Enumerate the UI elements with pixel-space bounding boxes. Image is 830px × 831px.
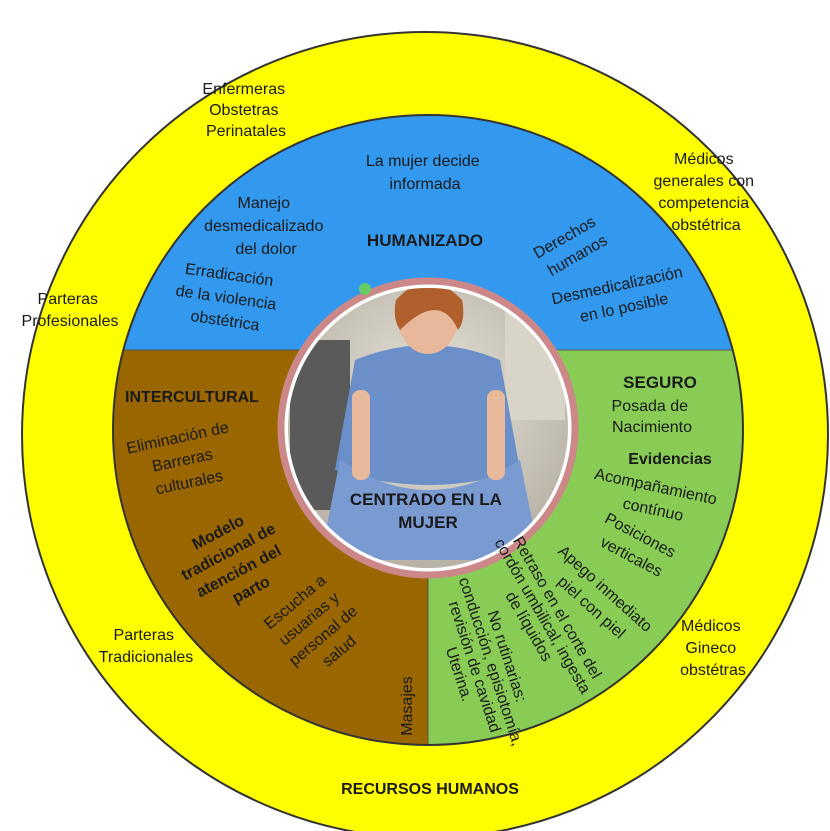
inner-circle-outline (112, 114, 744, 746)
label-mujer-decide: La mujer decide informada (366, 153, 484, 193)
patient-photo (288, 288, 568, 568)
center-label: CENTRADO EN LA MUJER (350, 490, 506, 532)
label-medicos-generales: Médicos generales con competencia obstét… (654, 151, 759, 234)
label-parteras-profesionales: Parteras Profesionales (22, 291, 119, 330)
seguro-title: SEGURO (623, 373, 697, 392)
label-enfermeras: Enfermeras Obstetras Perinatales (202, 81, 289, 140)
label-escucha: Escucha a usuarias y personal de salud (258, 566, 379, 686)
intercultural-title: INTERCULTURAL (125, 389, 259, 406)
label-evidencias: Evidencias (628, 451, 712, 468)
label-posada: Posada de Nacimiento (612, 398, 693, 436)
footer-recursos-humanos: RECURSOS HUMANOS (341, 781, 519, 798)
label-medicos-gineco: Médicos Gineco obstétras (680, 618, 746, 679)
label-manejo-dolor: Manejo desmedicalizado del dolor (204, 195, 328, 258)
label-masajes: Masajes (399, 676, 416, 736)
humanizado-title: HUMANIZADO (367, 231, 483, 250)
label-parteras-tradicionales: Parteras Tradicionales (99, 627, 194, 666)
